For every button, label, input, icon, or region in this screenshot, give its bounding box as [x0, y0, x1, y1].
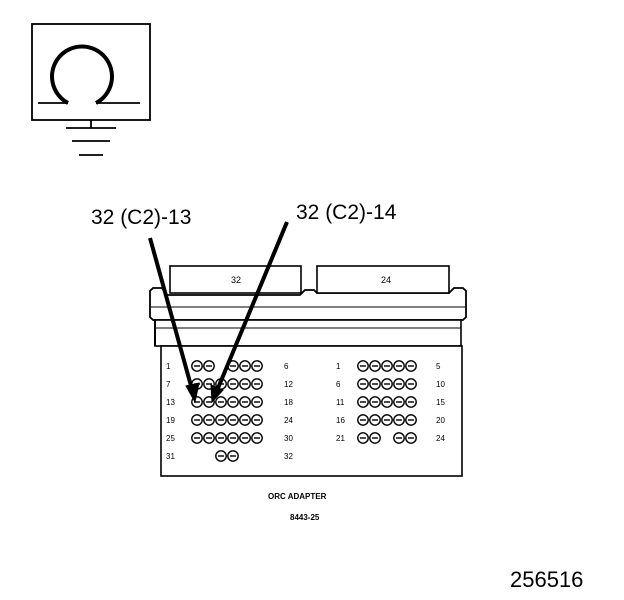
callout-pin-13: 32 (C2)-13	[91, 206, 192, 229]
adapter-part-number: 8443-25	[290, 513, 320, 522]
probe-arrow-14-head	[210, 384, 224, 404]
right-block-pin-socket	[357, 360, 369, 372]
left-block-pin-socket	[227, 378, 239, 390]
left-block-pin-socket	[251, 360, 263, 372]
left-block-row-end-label: 32	[284, 452, 293, 461]
right-block-pin-socket	[405, 432, 417, 444]
right-block-row-start-label: 16	[336, 416, 345, 425]
left-block-row-end-label: 6	[284, 362, 289, 371]
left-block-row-start-label: 25	[166, 434, 175, 443]
right-block-pin-socket	[369, 432, 381, 444]
right-block-pin-socket	[405, 360, 417, 372]
left-block-row-start-label: 31	[166, 452, 175, 461]
left-block-pin-socket	[203, 360, 215, 372]
right-block-pin-socket	[393, 414, 405, 426]
left-block-row: 31 32	[166, 450, 293, 462]
right-block-pin-socket	[369, 378, 381, 390]
left-block-row-start-label: 19	[166, 416, 175, 425]
right-block-row-end-label: 10	[436, 380, 445, 389]
left-block-pin-socket	[203, 432, 215, 444]
right-block-pin-socket	[381, 360, 393, 372]
left-block-row-end-label: 12	[284, 380, 293, 389]
left-block-pin-socket	[251, 414, 263, 426]
ground-icon	[66, 120, 116, 156]
right-block-pin-socket	[405, 414, 417, 426]
left-block-pin-socket	[239, 378, 251, 390]
left-block-pin-socket	[227, 396, 239, 408]
left-block-pin-socket	[227, 414, 239, 426]
right-block-pin-socket	[369, 396, 381, 408]
left-block-row-start-label: 7	[166, 380, 171, 389]
right-block-row-end-label: 5	[436, 362, 441, 371]
left-block-pin-socket	[239, 360, 251, 372]
left-block-pin-socket	[227, 432, 239, 444]
right-block-row-start-label: 11	[336, 398, 345, 407]
connector-tab-right: 24	[316, 265, 450, 294]
left-block-pin-socket	[203, 414, 215, 426]
right-block-row-start-label: 6	[336, 380, 341, 389]
right-block-pin-socket	[393, 432, 405, 444]
right-block-pin-socket	[357, 378, 369, 390]
left-block-pin-socket	[191, 360, 203, 372]
probe-arrow-13-head	[185, 382, 200, 404]
left-block-pin-socket	[191, 414, 203, 426]
left-block-pin-socket	[227, 450, 239, 462]
left-block-row-end-label: 24	[284, 416, 293, 425]
right-block-row: 6 10	[336, 378, 445, 390]
right-block-row: 21 24	[336, 432, 445, 444]
right-block-row-end-label: 24	[436, 434, 445, 443]
right-block-pin-socket	[357, 396, 369, 408]
right-block-pin-socket	[369, 360, 381, 372]
connector-tab-left-label: 32	[231, 275, 241, 285]
right-block-row-end-label: 20	[436, 416, 445, 425]
right-block-pin-socket	[369, 414, 381, 426]
left-block-pin-socket	[191, 432, 203, 444]
right-block-pin-socket	[381, 396, 393, 408]
connector-tab-right-label: 24	[381, 275, 391, 285]
left-block-pin-socket	[215, 450, 227, 462]
right-block-pin-socket	[357, 432, 369, 444]
probe-arrow-14	[214, 221, 289, 394]
left-block-pin-socket	[239, 432, 251, 444]
right-block-pin-socket	[393, 378, 405, 390]
left-block-row-start-label: 13	[166, 398, 175, 407]
right-block-pin-socket	[381, 378, 393, 390]
left-block-pin-socket	[215, 396, 227, 408]
left-block-row-end-label: 18	[284, 398, 293, 407]
right-block-row-start-label: 21	[336, 434, 345, 443]
right-block-pin-socket	[405, 378, 417, 390]
left-block-row: 25 30	[166, 432, 293, 444]
connector-tab-left: 32	[169, 265, 302, 294]
probe-arrow-13	[148, 237, 195, 394]
right-block-row-start-label: 1	[336, 362, 341, 371]
left-block-pin-socket	[239, 396, 251, 408]
figure-number: 256516	[510, 567, 584, 592]
left-block-pin-socket	[239, 414, 251, 426]
ohmmeter-omega-icon	[31, 23, 151, 121]
right-block-row-end-label: 15	[436, 398, 445, 407]
right-block-pin-socket	[393, 360, 405, 372]
left-block-pin-socket	[251, 432, 263, 444]
right-block-pin-socket	[357, 414, 369, 426]
callout-pin-14: 32 (C2)-14	[296, 201, 397, 224]
adapter-name: ORC ADAPTER	[268, 492, 327, 501]
right-block-row: 11 15	[336, 396, 445, 408]
left-block-pin-socket	[251, 378, 263, 390]
right-block-pin-socket	[405, 396, 417, 408]
left-block-pin-socket	[215, 414, 227, 426]
probe-arrows	[148, 221, 289, 404]
right-block-pin-socket	[393, 396, 405, 408]
left-block-pin-socket	[215, 432, 227, 444]
left-block-pin-socket	[251, 396, 263, 408]
right-block-pin-socket	[381, 414, 393, 426]
left-block-row: 13 18	[166, 396, 293, 408]
left-block-row-end-label: 30	[284, 434, 293, 443]
left-block-row-start-label: 1	[166, 362, 171, 371]
